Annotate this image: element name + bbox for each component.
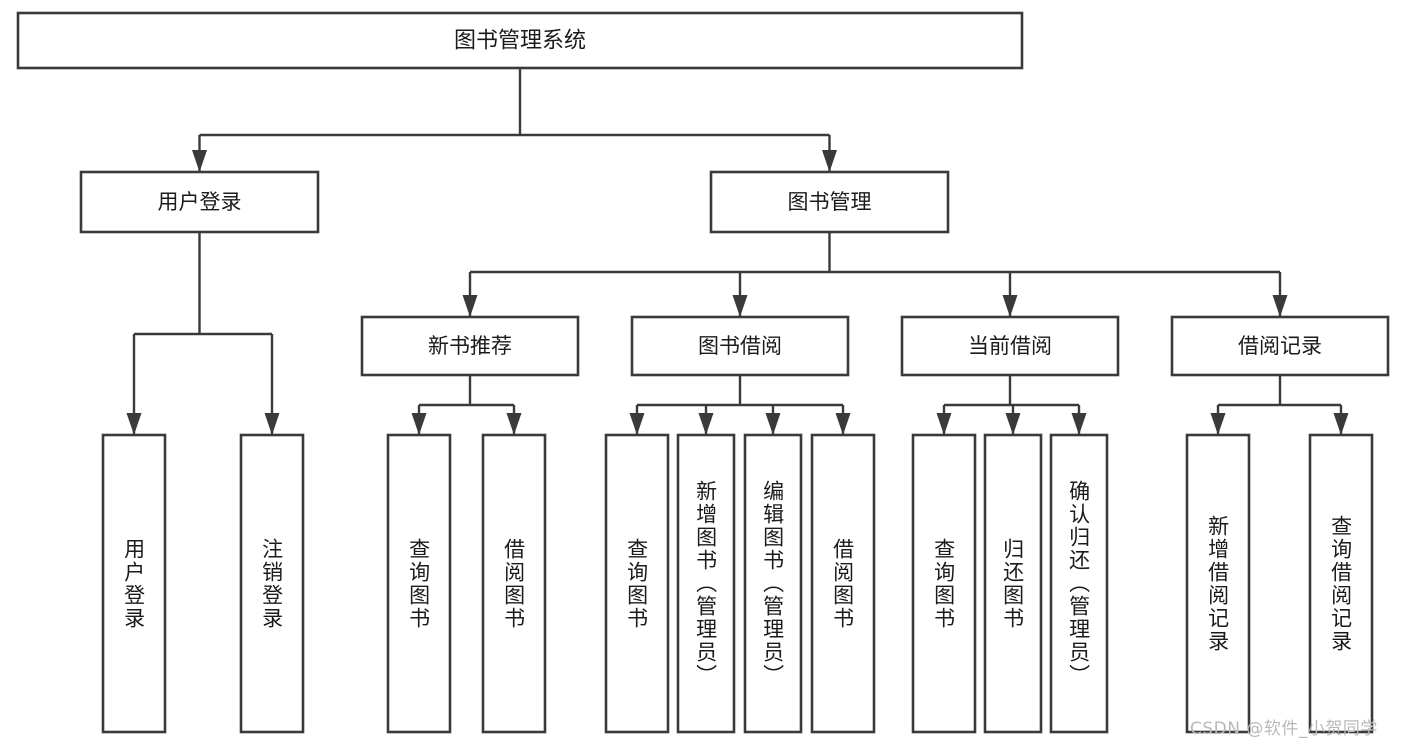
node-box-current-borrow[interactable] xyxy=(900,315,1120,377)
arrow-head-icon xyxy=(1272,295,1288,317)
arrow-head-icon xyxy=(629,413,645,435)
node-box-leaf-borrow-book-1[interactable] xyxy=(481,433,547,734)
node-label-book-borrow: 图书借阅 xyxy=(698,334,782,358)
arrow-head-icon xyxy=(1210,413,1226,435)
arrow-head-icon xyxy=(1002,295,1018,317)
node-box-leaf-user-login[interactable] xyxy=(101,433,167,734)
node-box-leaf-confirm-return[interactable] xyxy=(1049,433,1109,734)
node-label-book-manage: 图书管理 xyxy=(788,190,872,214)
node-label-user-login: 用户登录 xyxy=(158,190,242,214)
csdn-watermark: CSDN @软件_小贺同学 xyxy=(1190,719,1378,739)
arrow-head-icon xyxy=(822,150,837,172)
node-box-leaf-edit-book[interactable] xyxy=(743,433,803,734)
arrow-head-icon xyxy=(1005,413,1021,435)
arrow-head-icon xyxy=(411,413,427,435)
node-box-root[interactable] xyxy=(16,11,1024,70)
node-label-new-book-recommend: 新书推荐 xyxy=(428,334,512,358)
arrow-head-icon xyxy=(506,413,522,435)
arrow-head-icon xyxy=(462,295,478,317)
node-box-new-book-recommend[interactable] xyxy=(360,315,580,377)
arrow-head-icon xyxy=(1333,413,1349,435)
node-box-leaf-query-record[interactable] xyxy=(1308,433,1374,734)
node-box-leaf-logout[interactable] xyxy=(239,433,305,734)
arrow-head-icon xyxy=(264,413,280,435)
arrow-head-icon xyxy=(126,413,142,435)
node-box-leaf-add-book[interactable] xyxy=(676,433,736,734)
arrow-head-icon xyxy=(732,295,748,317)
connectors-layer xyxy=(126,68,1349,435)
node-box-leaf-query-book-1[interactable] xyxy=(386,433,452,734)
node-box-book-borrow[interactable] xyxy=(630,315,850,377)
node-box-leaf-query-book-3[interactable] xyxy=(911,433,977,734)
node-box-leaf-borrow-book-2[interactable] xyxy=(810,433,876,734)
arrow-head-icon xyxy=(1071,413,1087,435)
arrow-head-icon xyxy=(835,413,851,435)
arrow-head-icon xyxy=(936,413,952,435)
node-label-current-borrow: 当前借阅 xyxy=(968,334,1052,358)
node-box-leaf-add-record[interactable] xyxy=(1185,433,1251,734)
node-label-root: 图书管理系统 xyxy=(454,29,586,54)
node-box-leaf-return-book[interactable] xyxy=(983,433,1043,734)
arrow-head-icon xyxy=(192,150,207,172)
arrow-head-icon xyxy=(698,413,714,435)
node-box-leaf-query-book-2[interactable] xyxy=(604,433,670,734)
boxes-layer xyxy=(16,11,1390,734)
node-box-borrow-record[interactable] xyxy=(1170,315,1390,377)
node-label-borrow-record: 借阅记录 xyxy=(1238,334,1322,358)
arrow-head-icon xyxy=(765,413,781,435)
node-box-book-manage[interactable] xyxy=(709,170,950,234)
node-box-user-login[interactable] xyxy=(79,170,320,234)
